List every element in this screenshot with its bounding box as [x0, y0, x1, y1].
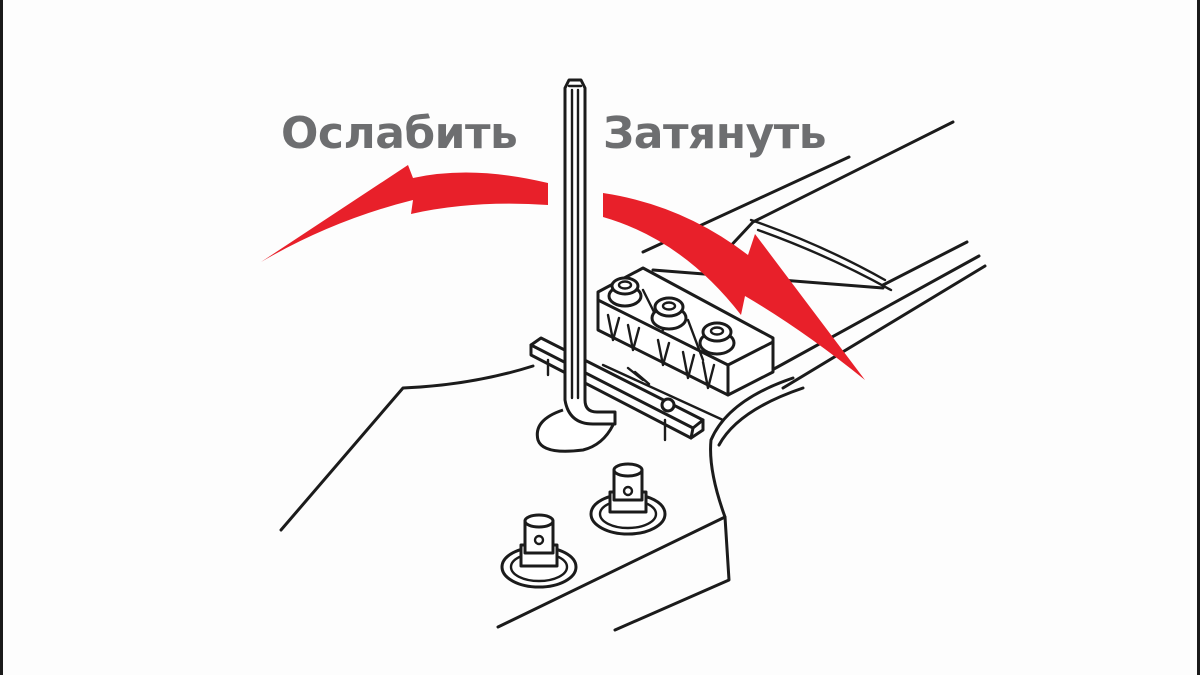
- strings: [641, 120, 987, 390]
- saddle-screw-3: [698, 321, 736, 356]
- saddle-screw-1: [607, 276, 643, 308]
- saddle-screws: [607, 276, 736, 356]
- bridge-saddles: [596, 266, 775, 397]
- loosen-label: Ослабить: [281, 108, 518, 159]
- guitar-body-outline: [279, 364, 805, 632]
- tighten-arrow: [603, 193, 865, 380]
- tighten-label: Затянуть: [603, 108, 827, 159]
- saddle-screw-2: [650, 296, 688, 331]
- loosen-arrow: [261, 165, 548, 262]
- bridge-adjustment-illustration: [261, 78, 987, 632]
- bridge-post-right: [589, 462, 667, 536]
- bridge-post-left: [500, 513, 578, 589]
- hex-key: [535, 78, 617, 453]
- bridge-posts: [500, 462, 667, 589]
